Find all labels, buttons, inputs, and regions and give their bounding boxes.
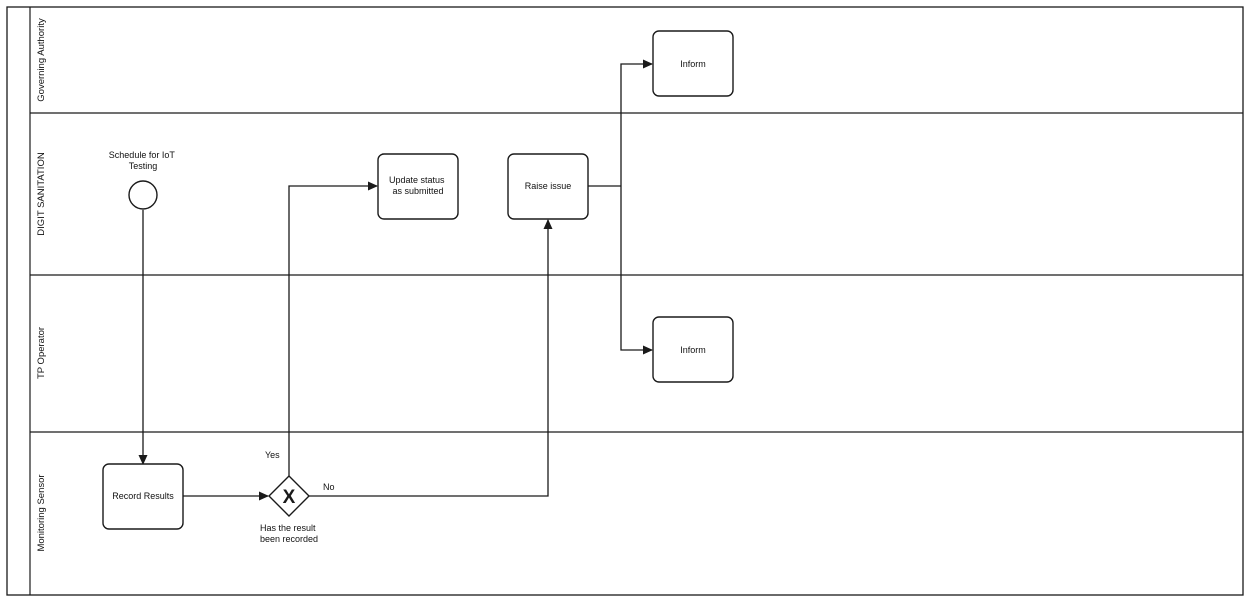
flow-label-yes: Yes bbox=[265, 450, 280, 460]
lane-label-monitoring-sensor: Monitoring Sensor bbox=[36, 474, 47, 551]
lane-label-digit-sanitation: DIGIT SANITATION bbox=[36, 152, 47, 236]
flow-gateway-no-to-raise bbox=[309, 219, 553, 497]
pool-frame bbox=[6, 6, 1244, 596]
start-event-label: Schedule for IoT Testing bbox=[109, 150, 177, 171]
start-event bbox=[128, 180, 158, 210]
lane-label-governing-authority: Governing Authority bbox=[36, 18, 47, 102]
exclusive-gateway bbox=[268, 475, 310, 517]
task-record-results bbox=[102, 463, 184, 530]
lane-label-tp-operator: TP Operator bbox=[36, 327, 47, 379]
gateway-x-icon: X bbox=[283, 487, 296, 508]
task-raise-issue-label: Raise issue bbox=[525, 181, 572, 191]
flow-gateway-yes-to-update bbox=[288, 181, 378, 477]
task-raise-issue bbox=[507, 153, 589, 220]
gateway-label: Has the result been recorded bbox=[260, 523, 318, 544]
flow-to-inform-operator bbox=[620, 186, 653, 355]
task-inform-operator-label: Inform bbox=[680, 345, 706, 355]
flow-label-no: No bbox=[323, 482, 335, 492]
task-inform-authority bbox=[652, 30, 734, 97]
task-record-results-label: Record Results bbox=[112, 491, 174, 501]
task-update-status-label: Update status as submitted bbox=[389, 175, 447, 196]
task-inform-authority-label: Inform bbox=[680, 59, 706, 69]
flow-to-inform-authority bbox=[620, 59, 653, 186]
task-inform-operator bbox=[652, 316, 734, 383]
task-update-status bbox=[377, 153, 459, 220]
